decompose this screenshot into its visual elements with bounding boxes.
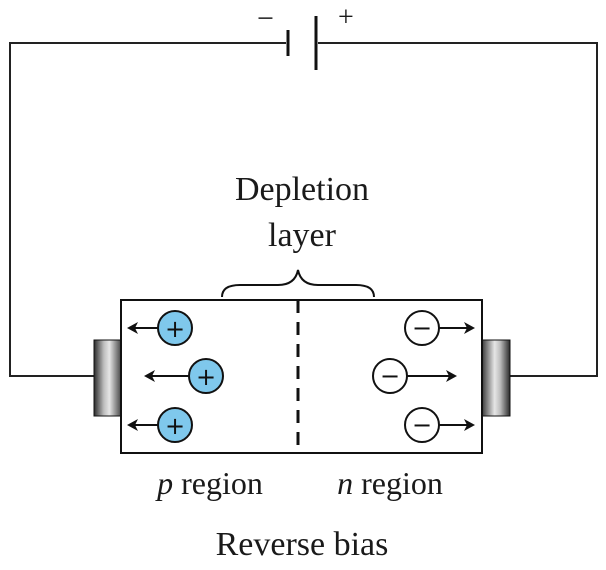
hole-carrier: + <box>127 310 193 346</box>
n-letter: n <box>337 465 353 501</box>
caption: Reverse bias <box>216 526 389 563</box>
p-region-label: p region <box>155 465 263 501</box>
hole-symbol: + <box>165 315 185 343</box>
depletion-brace <box>221 269 375 298</box>
n-region-label: n region <box>337 465 443 501</box>
electron-carrier: − <box>372 358 457 394</box>
electron-symbol: − <box>412 411 432 439</box>
hole-symbol: + <box>196 363 216 391</box>
hole-carrier: + <box>144 358 224 394</box>
electron-symbol: − <box>412 314 432 342</box>
hole-carrier: + <box>127 407 193 443</box>
p-region-word: region <box>173 465 263 501</box>
wire-right <box>318 42 598 377</box>
electron-carrier: − <box>404 407 475 443</box>
depletion-label-line1: Depletion <box>235 171 369 208</box>
wire-left <box>9 42 286 377</box>
n-region-word: region <box>353 465 443 501</box>
electron-symbol: − <box>380 362 400 390</box>
p-letter: p <box>155 465 173 501</box>
electron-carrier: − <box>404 310 475 346</box>
left-contact <box>93 339 123 417</box>
battery-positive-sign: + <box>338 2 354 33</box>
right-contact <box>481 339 511 417</box>
hole-symbol: + <box>165 412 185 440</box>
battery-negative-sign: − <box>257 2 274 35</box>
depletion-label-line2: layer <box>268 217 337 254</box>
